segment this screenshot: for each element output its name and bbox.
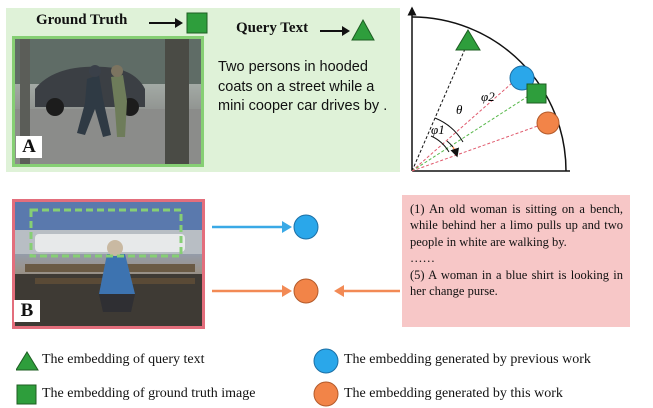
unit-arc (411, 16, 567, 172)
previous-work-vector (411, 75, 521, 172)
phi1-arc (430, 135, 450, 153)
ground-truth-vector (411, 92, 534, 172)
square-icon (16, 384, 37, 405)
street-scene-illustration (15, 39, 201, 164)
detected-region-box (29, 208, 183, 258)
arrow-right-icon (212, 221, 292, 233)
arrow-right-icon (212, 285, 292, 297)
legend-orange-circle-icon (313, 381, 339, 407)
phi1-label: φ1 (431, 122, 445, 137)
blue-circle-icon (293, 214, 319, 240)
arrow-right-icon (149, 18, 183, 28)
triangle-icon (16, 351, 39, 371)
legend-blue-circle-icon (313, 348, 339, 374)
caption-item: (5) A woman in a blue shirt is looking i… (410, 267, 623, 299)
phi2-label: φ2 (481, 89, 495, 104)
blue-circle-icon (313, 348, 339, 374)
embedding-arrows (212, 214, 319, 304)
embedding-angle-diagram: φ2 θ φ1 (407, 6, 570, 172)
this-work-vector (411, 122, 547, 172)
ground-truth-label: Ground Truth (36, 12, 128, 28)
triangle-icon (455, 29, 481, 51)
arrow-right-icon (320, 26, 350, 36)
retrieved-image-photo (12, 199, 205, 329)
legend-square-icon (16, 384, 37, 405)
orange-angle-arrow (450, 146, 460, 158)
caption-item: (1) An old woman is sitting on a bench, … (410, 202, 623, 249)
caption-ellipsis: …… (410, 251, 435, 266)
ground-truth-marker (149, 12, 208, 34)
ground-truth-photo (12, 36, 204, 167)
arrow-left-icon (334, 285, 400, 297)
square-icon (526, 83, 547, 104)
orange-circle-icon (536, 111, 560, 135)
query-text-description: Two persons in hooded coats on a street … (218, 59, 388, 114)
orange-circle-icon (293, 278, 319, 304)
legend-triangle-icon (16, 351, 39, 371)
panel-b-letter: B (14, 300, 40, 322)
query-text-marker (320, 18, 375, 41)
legend-previous-work: The embedding generated by previous work (344, 352, 591, 367)
legend-query-text: The embedding of query text (42, 352, 205, 367)
caption-list: (1) An old woman is sitting on a bench, … (402, 195, 630, 327)
panel-a-letter: A (16, 136, 42, 158)
theta-arc (446, 140, 454, 148)
query-text-label: Query Text (236, 20, 309, 36)
phi2-arc (434, 117, 464, 143)
theta-label: θ (456, 102, 463, 117)
orange-circle-icon (313, 381, 339, 407)
triangle-icon (351, 18, 375, 41)
legend-ground-truth-image: The embedding of ground truth image (42, 386, 256, 401)
caption-arrow (334, 285, 400, 297)
bench-scene-illustration (15, 202, 202, 326)
legend-this-work: The embedding generated by this work (344, 386, 563, 401)
square-icon (186, 12, 208, 34)
query-vector (411, 41, 469, 172)
